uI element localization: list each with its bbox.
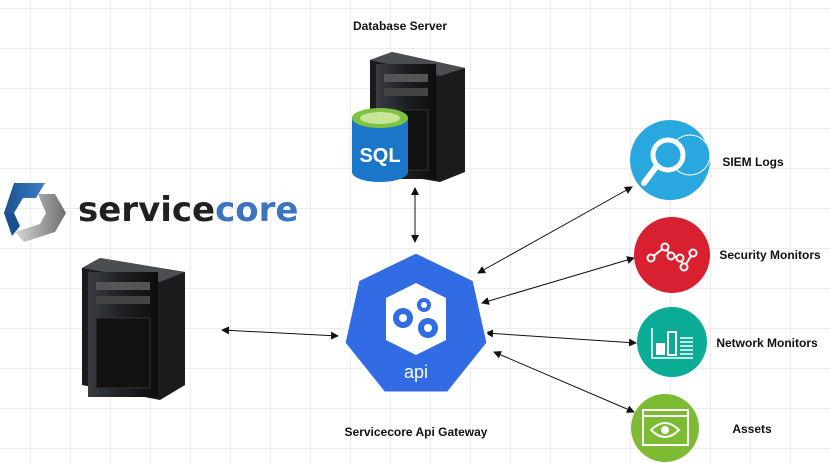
sql-database-icon: SQL [352, 108, 408, 182]
brand-wordmark: servicecore [78, 190, 298, 230]
security-connector [481, 256, 635, 305]
siem-logs-label: SIEM Logs [722, 155, 784, 169]
network-monitors-icon[interactable] [637, 307, 707, 377]
network-monitors-label: Network Monitors [716, 336, 818, 350]
brand-part2: core [215, 190, 299, 230]
security-monitors-icon[interactable] [634, 217, 710, 293]
api-text: api [404, 362, 428, 382]
database-server-icon[interactable]: SQL [352, 52, 465, 182]
sql-badge: SQL [359, 145, 400, 167]
siem-logs-icon[interactable] [630, 120, 711, 200]
api-gateway-icon[interactable]: api [342, 250, 490, 395]
gateway-label: Servicecore Api Gateway [344, 425, 488, 439]
security-monitors-label: Security Monitors [719, 248, 821, 262]
client-gateway-connector [221, 326, 339, 340]
database-server-label: Database Server [352, 19, 448, 33]
servicecore-logo-icon [4, 183, 66, 242]
brand-part1: service [78, 190, 216, 230]
assets-icon[interactable] [631, 394, 699, 462]
connectors [221, 186, 637, 413]
network-connector [485, 329, 637, 347]
siem-connector [477, 186, 633, 274]
assets-connector [493, 351, 635, 413]
client-server-icon[interactable] [82, 258, 185, 400]
assets-label: Assets [732, 422, 772, 436]
